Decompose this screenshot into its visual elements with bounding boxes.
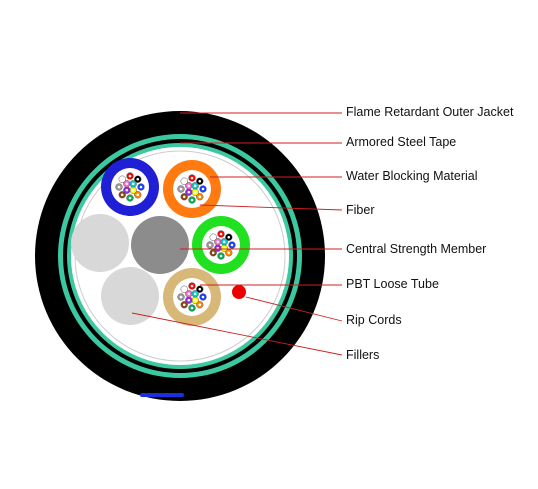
filler xyxy=(101,267,159,325)
fiber-core xyxy=(125,188,129,192)
fiber-core xyxy=(128,196,132,200)
fiber-core xyxy=(198,303,202,307)
fiber-core xyxy=(187,298,191,302)
filler xyxy=(71,214,129,272)
fiber-core xyxy=(136,193,140,197)
loose-tube-blue xyxy=(101,158,159,216)
label-loose-tube: PBT Loose Tube xyxy=(346,277,439,291)
fiber-core xyxy=(120,177,124,181)
fiber-core xyxy=(201,187,205,191)
fiber-core xyxy=(120,193,124,197)
leader-fiber xyxy=(199,204,343,211)
fiber-core xyxy=(211,235,215,239)
fiber-core xyxy=(193,190,197,194)
fiber-core xyxy=(230,243,234,247)
fiber-core xyxy=(198,195,202,199)
fiber-core xyxy=(198,287,202,291)
label-water-blocking: Water Blocking Material xyxy=(346,169,478,183)
fiber-core xyxy=(131,188,135,192)
fiber-core xyxy=(227,251,231,255)
loose-tube-green xyxy=(192,216,250,274)
fiber-core xyxy=(190,198,194,202)
loose-tube-tan xyxy=(163,268,221,326)
fiber-core xyxy=(190,306,194,310)
label-steel-tape: Armored Steel Tape xyxy=(346,135,457,149)
label-outer-jacket: Flame Retardant Outer Jacket xyxy=(346,105,514,119)
fiber-core xyxy=(211,251,215,255)
fiber-core xyxy=(182,303,186,307)
fiber-core xyxy=(193,184,197,188)
fiber-core xyxy=(193,292,197,296)
fiber-core xyxy=(187,190,191,194)
fiber-core xyxy=(227,235,231,239)
jacket-marking xyxy=(140,393,184,397)
label-fillers: Fillers xyxy=(346,348,380,362)
fiber-core xyxy=(198,179,202,183)
fiber-core xyxy=(179,187,183,191)
fiber-core xyxy=(208,243,212,247)
fiber-core xyxy=(201,295,205,299)
leader-lines xyxy=(131,112,343,356)
fiber-core xyxy=(187,184,191,188)
fiber-core xyxy=(182,287,186,291)
fiber-core xyxy=(136,177,140,181)
rip-cord xyxy=(232,285,246,299)
fiber-core xyxy=(187,292,191,296)
central-strength-member xyxy=(131,216,189,274)
fiber-core xyxy=(216,240,220,244)
fiber-core xyxy=(219,254,223,258)
label-rip-cords: Rip Cords xyxy=(346,313,402,327)
label-central-member: Central Strength Member xyxy=(346,242,487,256)
fiber-core xyxy=(131,182,135,186)
fiber-core xyxy=(117,185,121,189)
fiber-core xyxy=(182,179,186,183)
fiber-core xyxy=(125,182,129,186)
fiber-core xyxy=(190,176,194,180)
fiber-core xyxy=(139,185,143,189)
fiber-core xyxy=(128,174,132,178)
fiber-core xyxy=(179,295,183,299)
fiber-core xyxy=(193,298,197,302)
loose-tube-orange xyxy=(163,160,221,218)
fiber-core xyxy=(219,232,223,236)
label-fiber: Fiber xyxy=(346,203,375,217)
fiber-core xyxy=(190,284,194,288)
leader-rip-cords xyxy=(245,296,343,322)
leader-fillers xyxy=(131,312,343,356)
fiber-core xyxy=(222,240,226,244)
fiber-core xyxy=(182,195,186,199)
